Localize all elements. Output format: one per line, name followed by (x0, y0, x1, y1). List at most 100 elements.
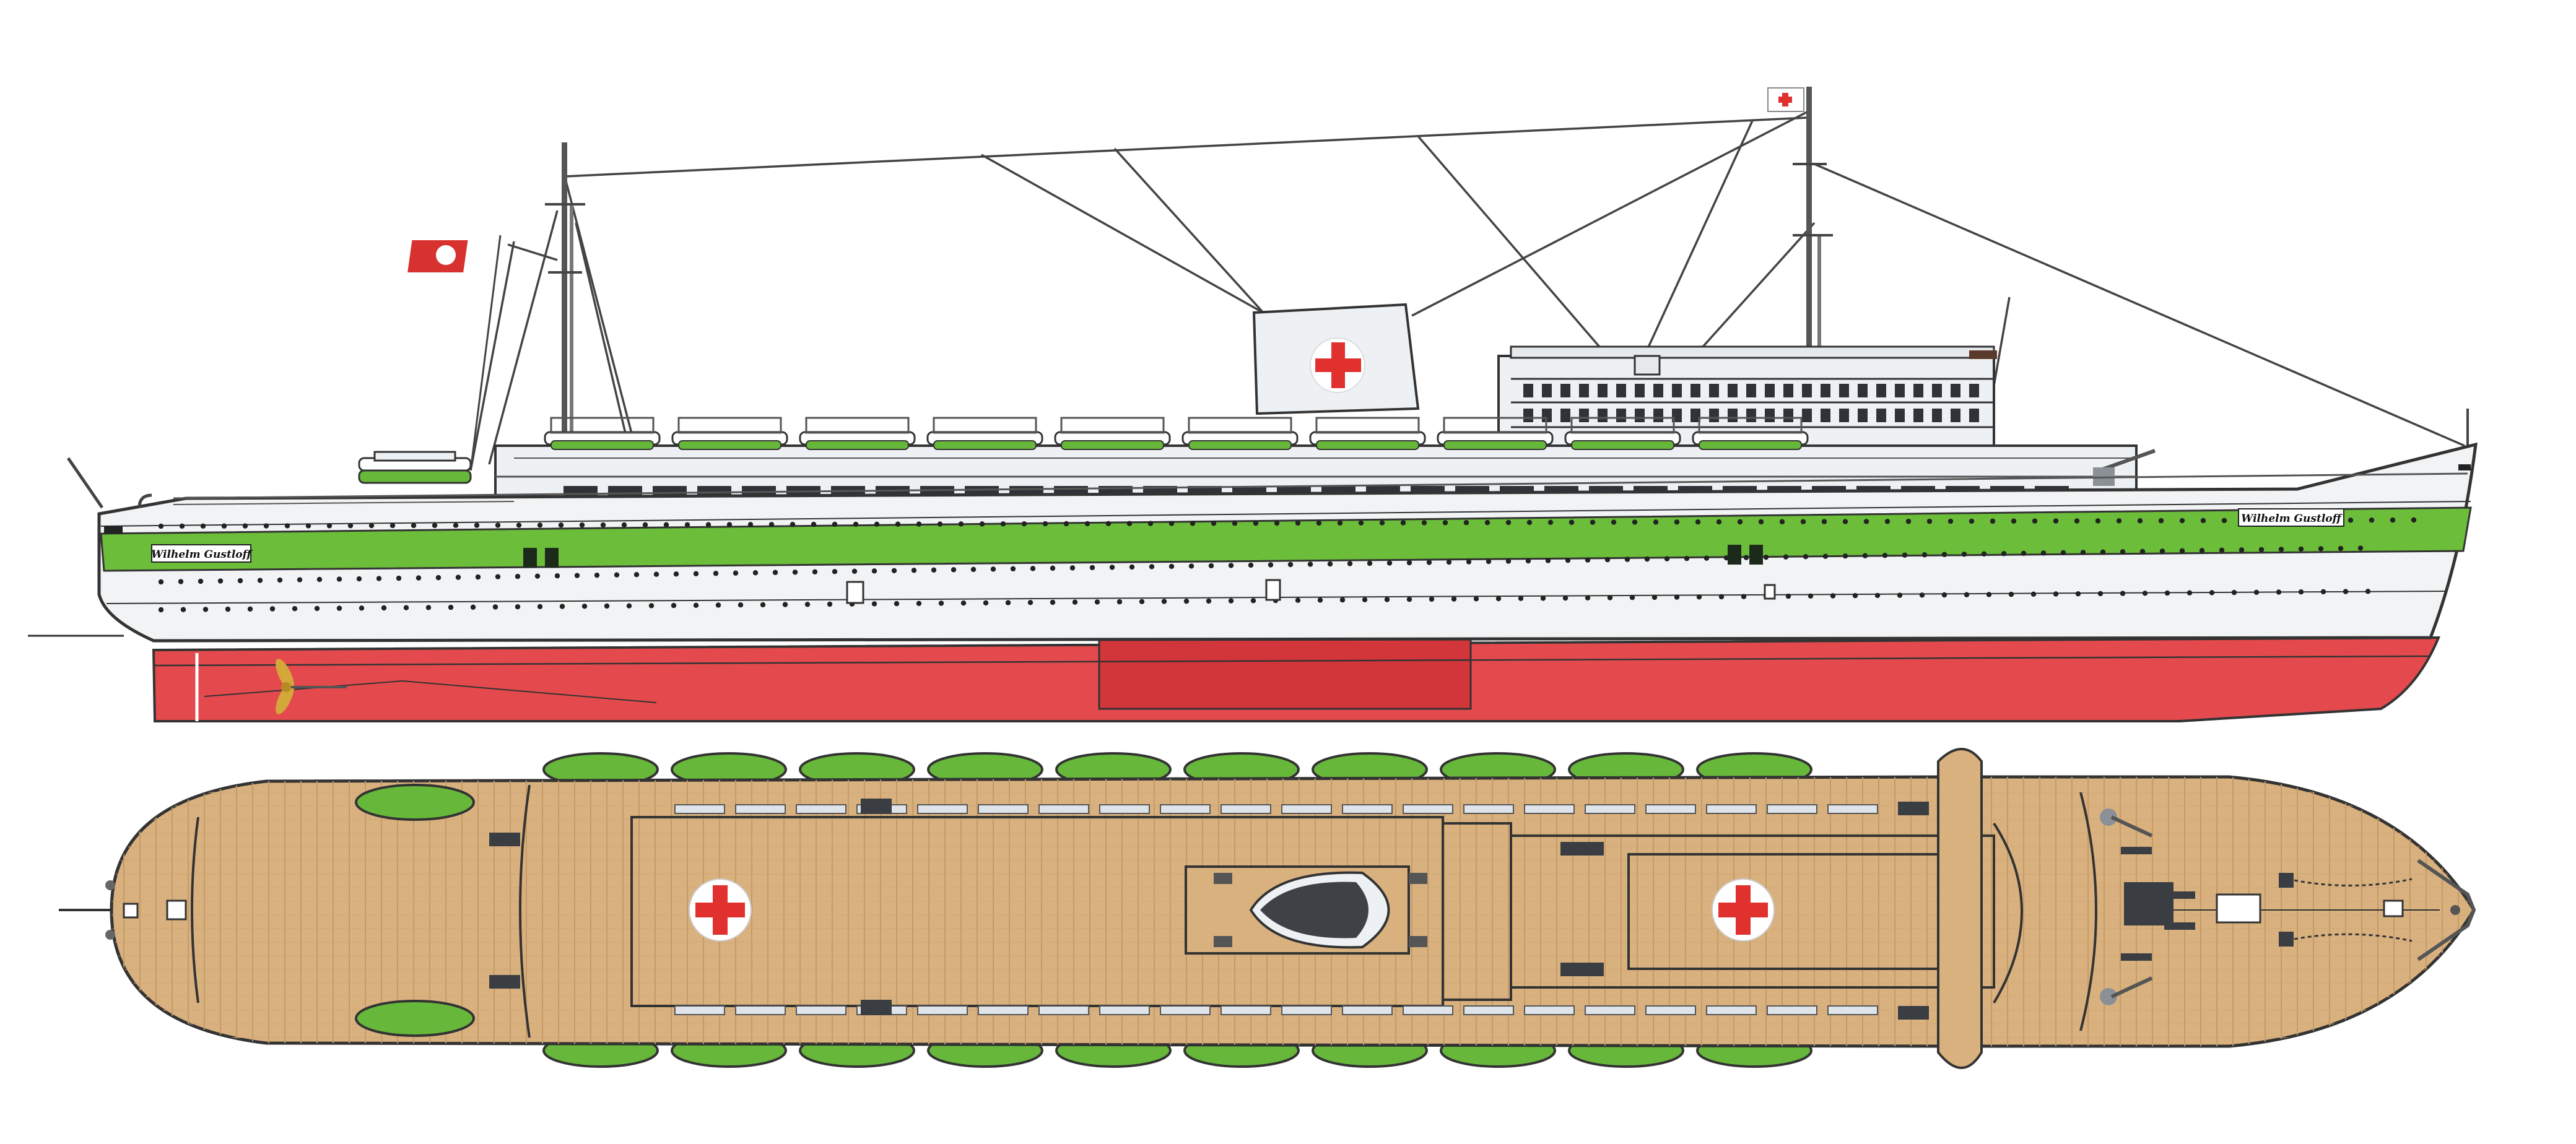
porthole (600, 522, 606, 528)
bridge-window (1635, 384, 1645, 397)
plan-window (1706, 804, 1757, 814)
bridge-window (1616, 384, 1626, 397)
porthole (1921, 552, 1928, 558)
porthole (475, 574, 481, 580)
plan-window (1221, 804, 1271, 814)
bridge-window (1932, 409, 1942, 422)
plan-window (1585, 804, 1635, 814)
porthole (2411, 517, 2417, 523)
plan-window (1463, 804, 1514, 814)
porthole (1367, 560, 1373, 566)
porthole (2164, 590, 2170, 596)
porthole (2187, 590, 2193, 596)
bridge-window (1895, 409, 1905, 422)
porthole (2343, 589, 2349, 594)
porthole (2008, 591, 2014, 597)
side-lifeboat-band (1571, 440, 1674, 450)
porthole (2100, 549, 2106, 555)
porthole (1632, 519, 1638, 525)
bridge-window (1542, 384, 1552, 397)
side-lifeboat-band (550, 440, 654, 450)
bridge-window (1895, 384, 1905, 397)
porthole (537, 522, 543, 528)
porthole (1094, 599, 1100, 605)
porthole (1406, 560, 1412, 566)
plan-window (1342, 804, 1393, 814)
porthole (198, 578, 204, 584)
plan-window (1281, 804, 1332, 814)
porthole (1063, 521, 1069, 527)
funnel (1252, 303, 1420, 415)
porthole (693, 602, 699, 608)
porthole (648, 603, 655, 609)
porthole (1317, 597, 1323, 603)
porthole (1406, 597, 1412, 602)
porthole (1274, 520, 1280, 526)
mast-aft (545, 142, 585, 440)
porthole (1741, 594, 1747, 599)
bridge-window (1746, 384, 1756, 397)
bridge-window (1616, 409, 1626, 422)
porthole (1126, 521, 1133, 526)
porthole (1758, 519, 1764, 525)
bridge-window (1913, 409, 1923, 422)
porthole (1505, 519, 1512, 526)
porthole (432, 522, 438, 528)
porthole (1743, 555, 1749, 560)
porthole (284, 523, 290, 529)
porthole (811, 521, 817, 527)
porthole (2080, 550, 2086, 555)
porthole (1463, 520, 1469, 526)
side-lifeboat-band (1699, 440, 1802, 450)
plan-window (735, 1005, 786, 1015)
porthole (1072, 599, 1078, 605)
porthole (537, 604, 543, 610)
bridge-window (1653, 384, 1663, 397)
bridge-window (1653, 409, 1663, 422)
deck-plan-view (59, 748, 2476, 1069)
bridge-window (1579, 409, 1589, 422)
porthole (1990, 518, 1996, 524)
porthole (1863, 519, 1869, 524)
porthole (1466, 559, 1472, 565)
porthole (937, 521, 943, 527)
red-cross-icon (689, 878, 752, 942)
porthole (1250, 598, 1256, 604)
porthole (1926, 518, 1933, 524)
plan-window (796, 804, 846, 814)
porthole (911, 568, 917, 573)
porthole (1785, 593, 1791, 599)
porthole (559, 604, 565, 609)
boat-davit (933, 417, 1037, 434)
porthole (2001, 551, 2007, 557)
porthole (1526, 519, 1533, 526)
porthole (1505, 558, 1512, 564)
porthole (895, 521, 901, 527)
porthole (1027, 600, 1033, 605)
porthole (474, 522, 480, 528)
porthole (2219, 547, 2225, 553)
porthole (614, 572, 620, 578)
plan-window (1160, 804, 1211, 814)
porthole (515, 604, 521, 610)
bridge-window (1802, 409, 1812, 422)
porthole (158, 523, 164, 529)
porthole (558, 522, 564, 528)
porthole (376, 576, 382, 581)
porthole (2120, 549, 2126, 555)
porthole (336, 576, 342, 582)
porthole (1947, 518, 1954, 524)
porthole (990, 566, 996, 572)
side-lifeboats (544, 417, 1809, 450)
porthole (1569, 519, 1575, 525)
porthole (221, 523, 227, 529)
bridge-window (1728, 384, 1738, 397)
porthole (1316, 520, 1322, 526)
porthole (1919, 592, 1925, 598)
plan-window (1767, 804, 1817, 814)
porthole (2053, 591, 2059, 597)
porthole (1565, 557, 1571, 563)
porthole (1897, 592, 1903, 598)
porthole (217, 578, 224, 584)
